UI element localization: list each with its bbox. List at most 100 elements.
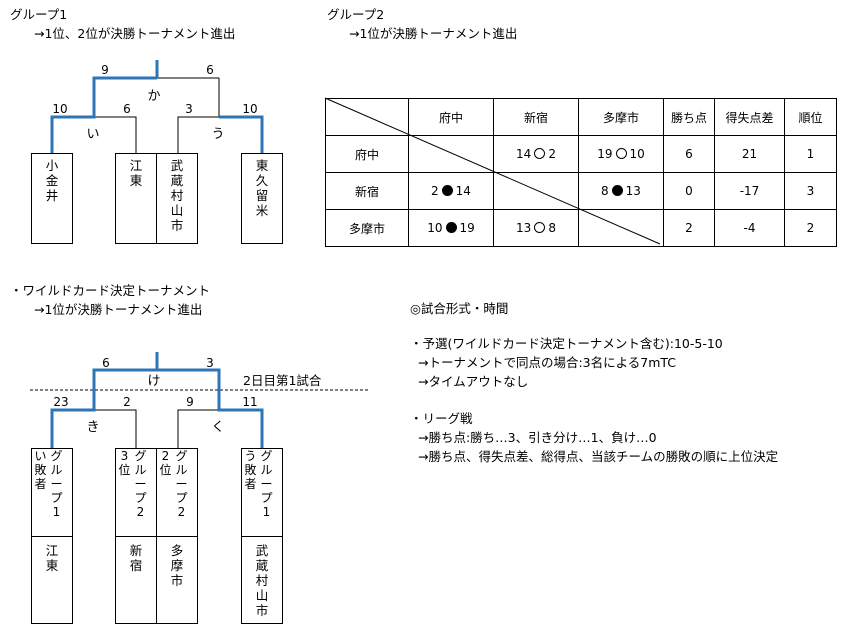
vertical-char: 市 (170, 573, 184, 588)
vertical-char: プ (175, 491, 188, 505)
vertical-char: ー (175, 477, 188, 491)
score: 2 (123, 395, 131, 409)
vertical-char: い (34, 449, 47, 463)
corner-cell (325, 98, 409, 136)
score-value: 14 (455, 184, 471, 198)
vertical-char: 2 (177, 505, 186, 519)
score-value: 2 (548, 147, 556, 161)
result-cell (578, 209, 664, 247)
format-heading: ◎試合形式・時間 (410, 301, 509, 316)
vertical-char: グ (134, 449, 147, 463)
vertical-char: 武 (170, 158, 184, 173)
vertical-char: 者 (34, 477, 47, 491)
format-line: →タイムアウトなし (418, 374, 529, 389)
win-mark-icon (534, 222, 546, 233)
format-line: →勝ち点:勝ち…3、引き分け…1、負け…0 (418, 430, 657, 445)
seed-label: う敗者 (244, 449, 257, 491)
column-header: 新宿 (493, 98, 579, 136)
vertical-char: 久 (255, 173, 269, 188)
score: 10 (52, 102, 68, 116)
team-name: 江東 (44, 543, 60, 573)
loss-mark-icon (611, 185, 623, 196)
match-label: か (147, 89, 161, 104)
vertical-char: 市 (170, 218, 184, 233)
score: 9 (101, 63, 109, 77)
team-box: 江東 (31, 536, 73, 624)
score: 11 (242, 395, 258, 409)
row-header: 多摩市 (325, 209, 409, 247)
vertical-char: 摩 (170, 558, 184, 573)
vertical-char: 1 (262, 505, 271, 519)
wildcard-title: ・ワイルドカード決定トーナメント (10, 283, 211, 298)
column-header: 府中 (408, 98, 494, 136)
match-label: う (211, 127, 225, 142)
vertical-char: 1 (52, 505, 61, 519)
team-box: 武蔵村山市 (156, 153, 198, 244)
team-name: 武蔵村山市 (169, 158, 185, 233)
team-box: 小金井 (31, 153, 73, 244)
rank-cell: 1 (784, 135, 837, 173)
column-header: 勝ち点 (663, 98, 715, 136)
score-value: 13 (625, 184, 641, 198)
points-cell: 2 (663, 209, 715, 247)
team-box: 武蔵村山市 (241, 536, 283, 624)
score: 23 (53, 395, 69, 409)
vertical-char: 東 (129, 173, 143, 188)
match-label: い (86, 127, 100, 142)
group2-note: →1位が決勝トーナメント進出 (349, 26, 518, 41)
score-value: 10 (629, 147, 645, 161)
vertical-char: 江 (45, 543, 59, 558)
vertical-char: ル (134, 463, 147, 477)
score: 6 (206, 63, 214, 77)
score: 9 (186, 395, 194, 409)
vertical-char: ル (50, 463, 63, 477)
vertical-char: 金 (45, 173, 59, 188)
score-value: 19 (459, 221, 475, 235)
vertical-char: 武 (255, 543, 269, 558)
team-name: 新宿 (128, 543, 144, 573)
column-header: 順位 (784, 98, 837, 136)
vertical-char: 村 (255, 573, 269, 588)
vertical-char: 山 (255, 588, 269, 603)
vertical-char: ー (134, 477, 147, 491)
vertical-char: 位 (118, 463, 131, 477)
vertical-char: 敗 (244, 463, 257, 477)
vertical-char: 留 (255, 188, 269, 203)
win-mark-icon (615, 148, 627, 159)
vertical-char: プ (50, 491, 63, 505)
vertical-char: プ (134, 491, 147, 505)
rank-cell: 2 (784, 209, 837, 247)
vertical-char: 江 (129, 158, 143, 173)
vertical-char: ル (175, 463, 188, 477)
format-line: →トーナメントで同点の場合:3名による7mTC (418, 355, 677, 370)
vertical-char: 東 (255, 158, 269, 173)
loss-mark-icon (441, 185, 453, 196)
win-mark-icon (534, 148, 546, 159)
schedule-note: 2日目第1試合 (243, 373, 322, 388)
score-value: 10 (427, 221, 443, 235)
team-name: 武蔵村山市 (254, 543, 270, 618)
vertical-char: 位 (159, 463, 172, 477)
vertical-char: 山 (170, 203, 184, 218)
vertical-char: 3 (120, 449, 129, 463)
format-line: ・予選(ワイルドカード決定トーナメント含む):10-5-10 (410, 336, 723, 351)
column-header: 得失点差 (714, 98, 785, 136)
score-value: 13 (516, 221, 532, 235)
team-box: 多摩市 (156, 536, 198, 624)
vertical-char: ー (260, 477, 273, 491)
vertical-char: 敗 (34, 463, 47, 477)
score-value: 8 (601, 184, 609, 198)
vertical-char: 者 (244, 477, 257, 491)
